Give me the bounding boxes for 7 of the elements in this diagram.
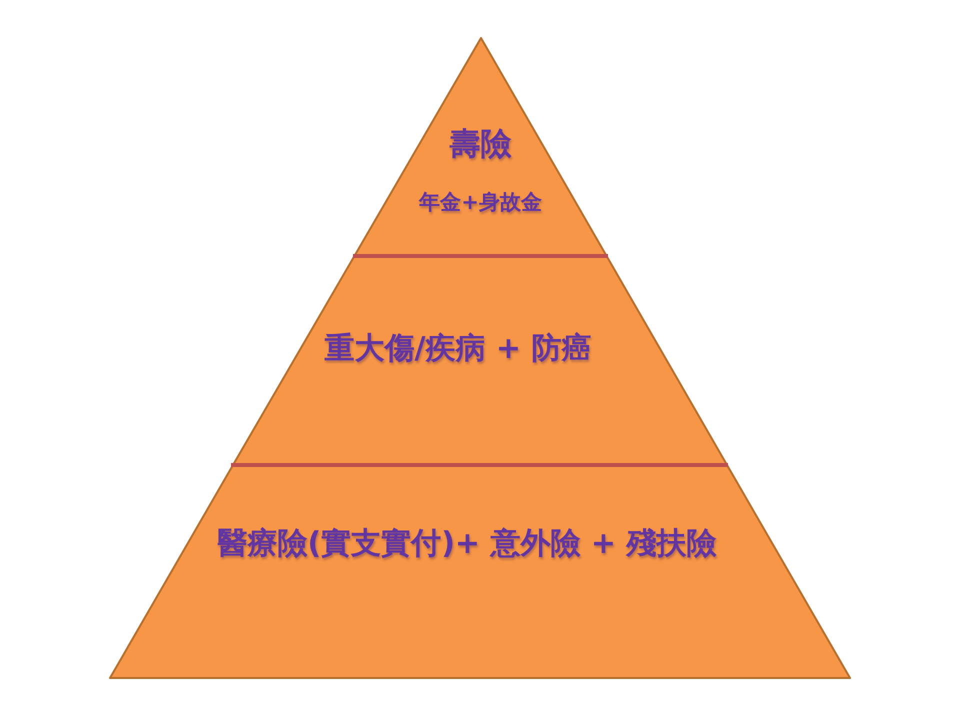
tier-text: 醫療險(實支實付)+ 意外險 + 殘扶險 [217, 526, 717, 562]
pyramid-tier [110, 465, 850, 678]
pyramid-tier [233, 255, 727, 465]
pyramid-tier [355, 38, 606, 255]
tier-subtitle: 年金+身故金 [419, 190, 542, 216]
tier-title: 壽險 [450, 126, 512, 164]
tier-text: 重大傷/疾病 + 防癌 [324, 331, 592, 367]
